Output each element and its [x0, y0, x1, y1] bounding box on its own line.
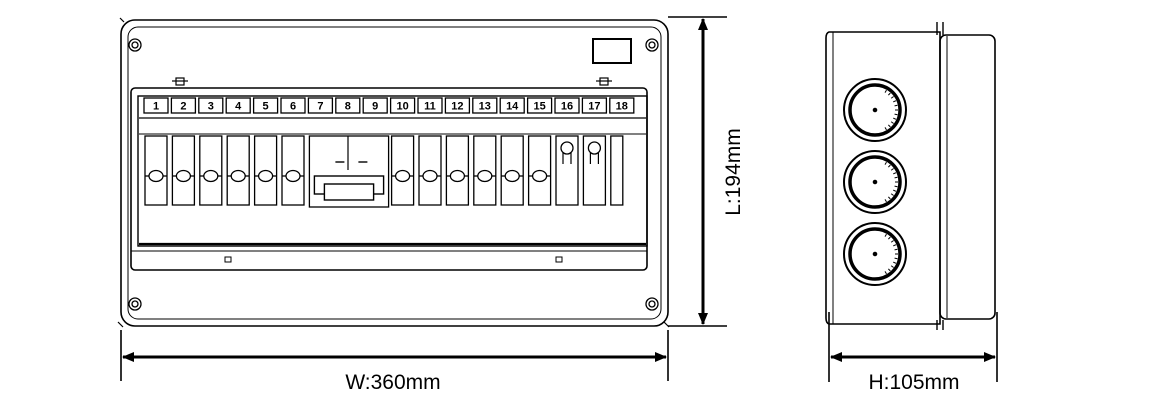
enclosure-side-body [825, 31, 941, 325]
module-number: 10 [396, 101, 408, 113]
module-number: 5 [263, 101, 269, 113]
module-number: 15 [533, 101, 545, 113]
circuit-breaker [500, 135, 524, 206]
enclosure-side-lid [939, 34, 996, 320]
module-number: 1 [153, 101, 159, 113]
enclosure-outer [120, 19, 669, 327]
side-view [825, 22, 996, 330]
module-number-box [472, 97, 498, 114]
module-number-box [280, 97, 306, 114]
circuit-breaker [390, 135, 415, 206]
module-panel [137, 95, 648, 247]
module-number-box [307, 97, 334, 114]
module-number-box [444, 97, 471, 114]
module-number-box [389, 97, 416, 114]
module-number-box [554, 97, 580, 114]
module-number: 3 [208, 101, 214, 113]
module-number-box [225, 97, 251, 114]
fuse-holder [582, 135, 607, 206]
module-number-box [362, 97, 388, 114]
circuit-breaker [445, 135, 470, 206]
circuit-breaker [418, 135, 442, 206]
module-number-box [143, 97, 169, 114]
label-window [592, 38, 632, 64]
end-module [610, 135, 624, 206]
width-label: W:360mm [345, 371, 440, 394]
corner-screws [128, 38, 659, 311]
enclosure-inner [127, 26, 662, 320]
height-label: L:194mm [722, 128, 745, 216]
module-number: 13 [479, 101, 491, 113]
module-number-box [581, 97, 608, 114]
height-dimension [668, 16, 727, 327]
module-number: 11 [424, 101, 436, 113]
module-number-box [252, 97, 279, 114]
module-number: 16 [561, 101, 573, 113]
circuit-breaker [281, 135, 305, 206]
fuse-holder [555, 135, 579, 206]
module-number-box [170, 97, 197, 114]
circuit-breaker [199, 135, 223, 206]
module-number: 8 [345, 101, 351, 113]
module-number: 2 [180, 101, 186, 113]
depth-dimension [828, 312, 998, 382]
module-number-box [198, 97, 224, 114]
module-number: 17 [588, 101, 600, 113]
module-number: 4 [235, 101, 242, 113]
circuit-breaker [473, 135, 497, 206]
module-number: 12 [451, 101, 463, 113]
module-number-box [499, 97, 525, 114]
module-number-box [335, 97, 361, 114]
circuit-breaker [171, 135, 196, 206]
breaker-row [144, 135, 624, 208]
depth-label: H:105mm [868, 371, 959, 394]
hinge-marks [117, 17, 670, 328]
module-number-box [526, 97, 553, 114]
rcd-device [308, 135, 390, 208]
circuit-breaker [144, 135, 168, 206]
module-number: 14 [506, 101, 519, 113]
module-number: 6 [290, 101, 296, 113]
circuit-breaker [253, 135, 278, 206]
circuit-breaker [527, 135, 552, 206]
circuit-breaker [226, 135, 250, 206]
module-number: 7 [317, 101, 323, 113]
cable-knockouts [843, 78, 907, 286]
module-number-box [417, 97, 443, 114]
module-number-box [609, 97, 635, 114]
width-dimension [120, 330, 669, 381]
module-number: 9 [372, 101, 378, 113]
module-number: 18 [616, 101, 628, 113]
